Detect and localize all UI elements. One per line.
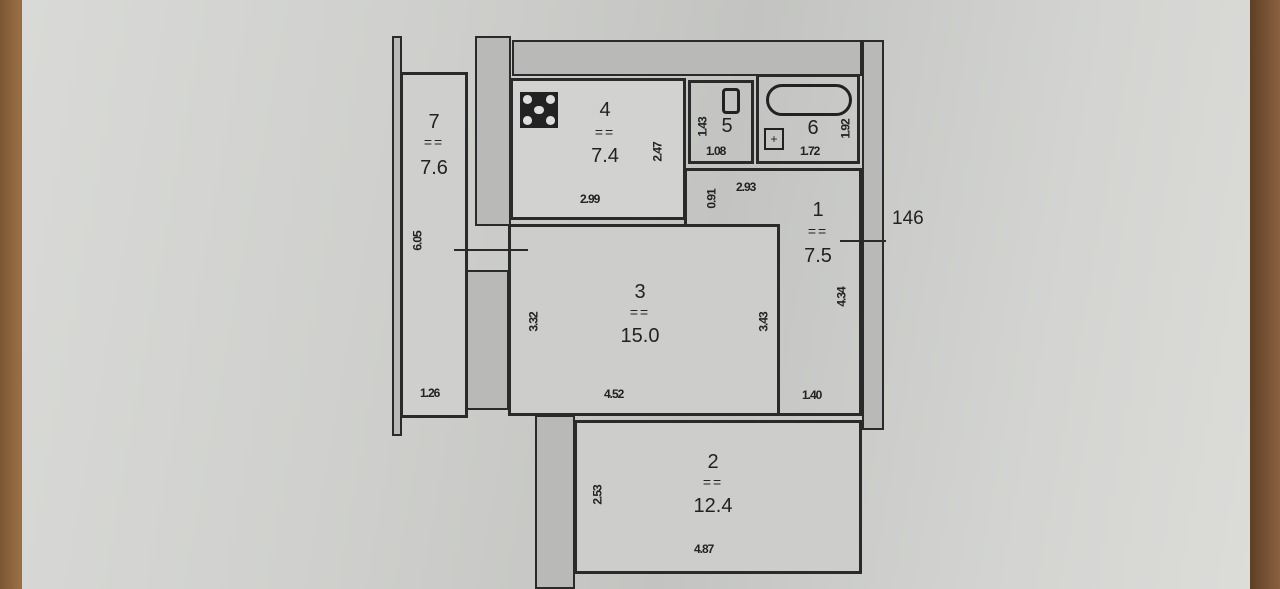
stove-icon (520, 92, 558, 128)
room-6-bathroom (756, 74, 860, 164)
room-4-area: 7.4 (591, 145, 619, 167)
room-4-number: 4 (599, 99, 611, 121)
room-2-bedroom (574, 420, 862, 574)
dimension-line (454, 249, 528, 251)
outer-dimension: 146 (892, 208, 924, 229)
room-7-separator: == (423, 134, 445, 150)
wood-table (1250, 0, 1280, 589)
room-7-area: 7.6 (420, 157, 448, 179)
room-1-bottom: 1.40 (802, 388, 822, 402)
room-6-width: 1.72 (800, 144, 820, 158)
bathtub-icon (766, 84, 852, 116)
room-3-number: 3 (634, 281, 646, 303)
room-6-number: 6 (807, 117, 819, 139)
room-1-depth: 0.91 (704, 189, 719, 209)
room-3-right: 3.43 (756, 312, 771, 332)
room-2-height: 2.53 (590, 485, 605, 505)
room-2-width: 4.87 (694, 542, 714, 556)
room-6-height: 1.92 (838, 119, 853, 139)
room-4-width: 2.99 (580, 192, 600, 206)
room-5-width: 1.08 (706, 144, 726, 158)
balcony-wall (535, 415, 575, 589)
window-wall (475, 36, 511, 226)
room-1-area: 7.5 (804, 245, 832, 267)
room-2-separator: == (702, 474, 724, 490)
room-7-width: 1.26 (420, 386, 440, 400)
room-1-separator: == (807, 223, 829, 239)
room-5-toilet (688, 80, 754, 164)
room-3-living (508, 224, 780, 416)
room-3-left: 3.32 (526, 312, 541, 332)
dimension-line (840, 240, 886, 242)
toilet-icon (722, 88, 740, 114)
outer-wall-right (862, 40, 884, 430)
room-2-area: 12.4 (693, 495, 733, 517)
room-3-area: 15.0 (620, 325, 660, 347)
sink-icon: + (764, 128, 784, 150)
room-5-height: 1.43 (695, 117, 710, 137)
room-1-width: 2.93 (736, 180, 756, 194)
room-5-number: 5 (721, 115, 733, 137)
window-wall (465, 270, 509, 410)
room-7-length: 6.05 (410, 231, 425, 251)
room-3-separator: == (629, 304, 651, 320)
room-3-width: 4.52 (604, 387, 624, 401)
outer-wall-top (512, 40, 862, 76)
room-4-separator: == (594, 124, 616, 140)
room-2-number: 2 (707, 451, 719, 473)
room-7-number: 7 (428, 111, 440, 133)
room-4-height: 2.47 (650, 142, 665, 162)
room-1-height: 4.34 (834, 287, 849, 307)
room-7 (400, 72, 468, 418)
room-1-number: 1 (812, 199, 824, 221)
